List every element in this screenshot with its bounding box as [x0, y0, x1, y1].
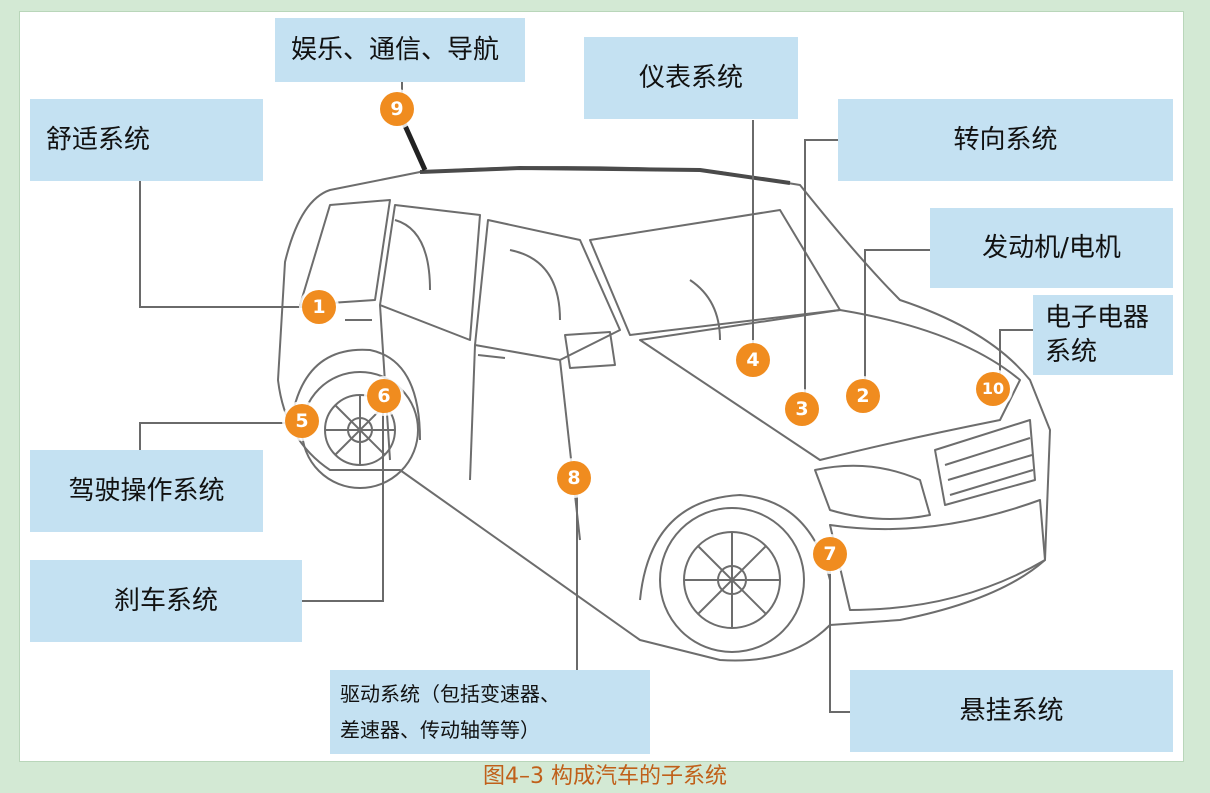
leader-line-steering [804, 139, 838, 395]
label-instrument-text: 仪表系统 [638, 63, 743, 93]
badge-10: 10 [976, 372, 1010, 406]
badge-7: 7 [813, 537, 847, 571]
label-drive-line2: 差速器、传动轴等等） [340, 718, 540, 742]
figure-caption: 图4–3 构成汽车的子系统 [483, 764, 727, 789]
label-electronics-line2: 系统 [1045, 337, 1098, 367]
badge-8: 8 [557, 461, 591, 495]
label-drive: 驱动系统（包括变速器、 差速器、传动轴等等） [330, 670, 650, 754]
leader-line-driving-control [139, 422, 285, 450]
badge-2: 2 [846, 379, 880, 413]
label-driving-control: 驾驶操作系统 [30, 450, 263, 532]
label-brake-text: 刹车系统 [113, 586, 218, 616]
label-electronics-line1: 电子电器 [1045, 303, 1150, 333]
label-suspension: 悬挂系统 [850, 670, 1173, 752]
label-entertainment-text: 娱乐、通信、导航 [291, 35, 500, 65]
label-comfort: 舒适系统 [30, 99, 263, 181]
badge-6: 6 [367, 379, 401, 413]
label-engine-text: 发动机/电机 [982, 233, 1121, 263]
leader-line-brake [302, 412, 384, 602]
badge-9: 9 [380, 92, 414, 126]
leader-line-suspension [829, 570, 850, 713]
label-drive-line1: 驱动系统（包括变速器、 [340, 682, 560, 706]
badge-5: 5 [285, 404, 319, 438]
label-suspension-text: 悬挂系统 [959, 696, 1064, 726]
label-steering: 转向系统 [838, 99, 1173, 181]
label-brake: 刹车系统 [30, 560, 302, 642]
badge-3: 3 [785, 392, 819, 426]
label-driving-control-text: 驾驶操作系统 [68, 476, 225, 506]
label-electronics: 电子电器 系统 [1033, 295, 1173, 375]
badge-4: 4 [736, 343, 770, 377]
label-steering-text: 转向系统 [953, 125, 1058, 155]
leader-line-comfort [139, 180, 305, 308]
label-engine: 发动机/电机 [930, 208, 1173, 288]
leader-line-electronics [999, 329, 1033, 380]
badge-1: 1 [302, 290, 336, 324]
label-comfort-text: 舒适系统 [46, 125, 151, 155]
leader-line-engine [864, 249, 930, 385]
label-entertainment: 娱乐、通信、导航 [275, 18, 525, 82]
label-instrument: 仪表系统 [584, 37, 798, 119]
